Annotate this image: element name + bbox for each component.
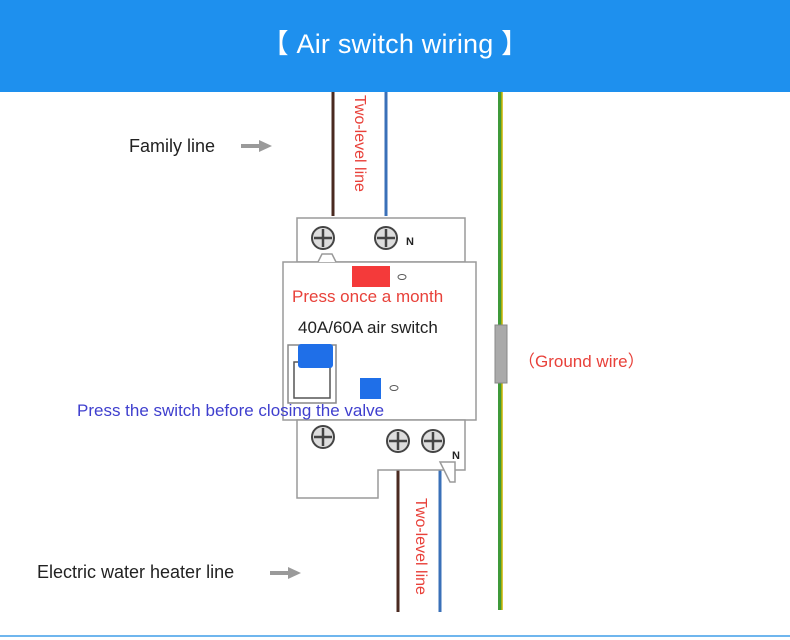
test-button-indicator <box>397 274 407 280</box>
heater-line-label: Electric water heater line <box>37 562 235 582</box>
switch-rating-label: 40A/60A air switch <box>298 318 438 337</box>
ground-wire-label: （Ground wire） <box>518 352 645 371</box>
arrow-right-icon <box>241 140 272 152</box>
reset-button[interactable] <box>360 378 381 399</box>
header-banner: 【 Air switch wiring 】 <box>0 0 790 92</box>
reset-button-indicator <box>389 385 399 391</box>
neutral-bottom-label: N <box>452 450 460 462</box>
arrow-right-icon <box>270 567 301 579</box>
page-title: 【 Air switch wiring 】 <box>261 29 529 59</box>
terminal-screw-icon <box>311 425 335 449</box>
terminal-screw-icon <box>311 226 335 250</box>
terminal-screw-icon <box>421 429 445 453</box>
bottom-divider <box>0 635 790 637</box>
toggle-handle[interactable] <box>298 344 333 368</box>
terminal-screw-icon <box>374 226 398 250</box>
neutral-top-label: N <box>406 236 414 248</box>
family-line-label: Family line <box>129 136 216 156</box>
test-button[interactable] <box>352 266 390 287</box>
ground-wire-clamp <box>494 324 508 384</box>
press-switch-instruction: Press the switch before closing the valv… <box>77 401 385 420</box>
two-level-line-bottom-label: Two-level line <box>412 498 429 595</box>
press-once-a-month-label: Press once a month <box>292 287 444 306</box>
terminal-screw-icon <box>386 429 410 453</box>
two-level-line-top-label: Two-level line <box>351 95 368 192</box>
